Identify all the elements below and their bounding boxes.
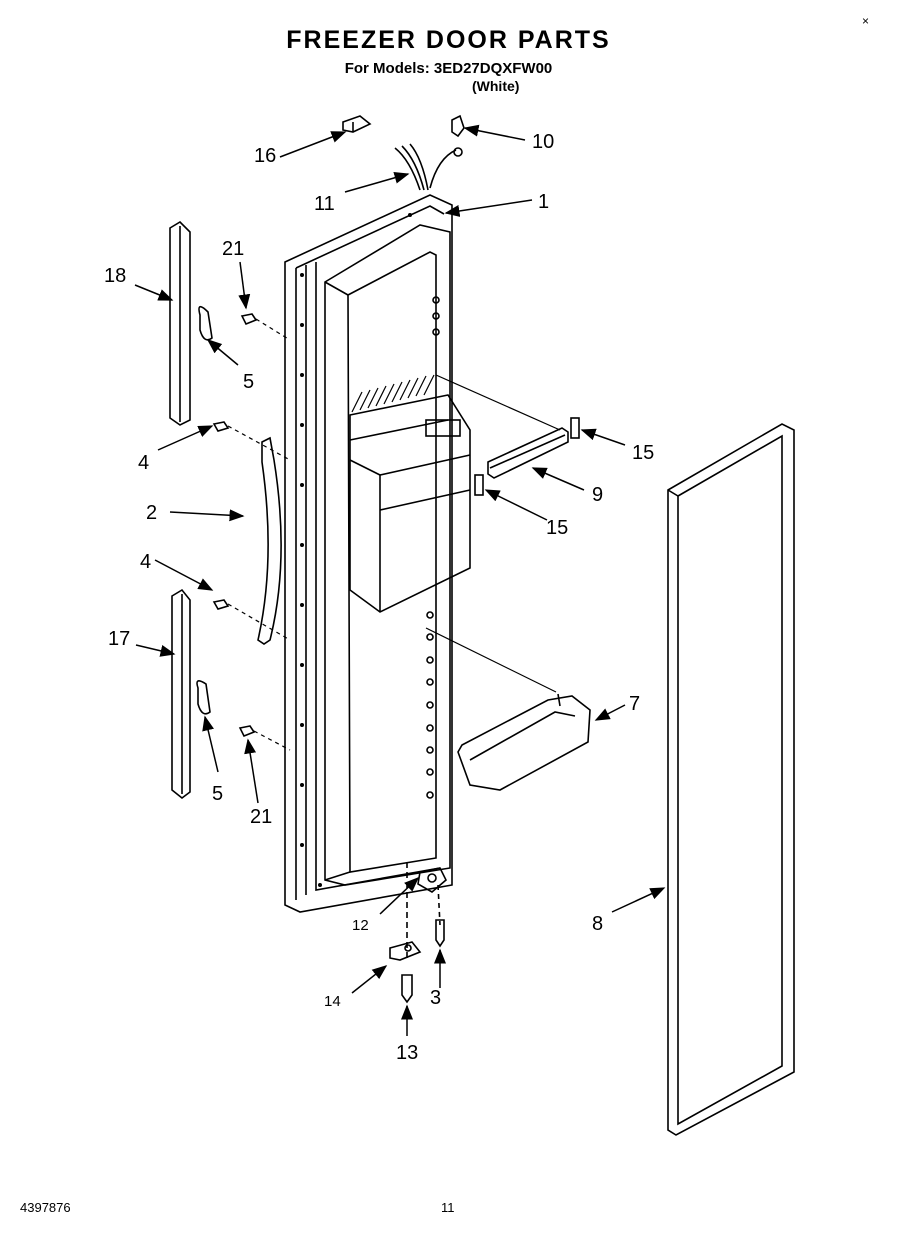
dispenser-housing [349,374,471,613]
screw-21-lower [238,725,256,738]
document-code: 4397876 [20,1200,71,1215]
callout-12: 12 [352,917,369,934]
callout-16: 16 [254,145,276,167]
callout-14: 14 [324,993,341,1010]
trim-strip-17 [171,588,191,800]
callout-4-lower: 4 [140,551,151,573]
hinge-block-14 [389,941,422,961]
callout-8: 8 [592,913,603,935]
callout-13: 13 [396,1042,418,1064]
clip-15-upper [570,417,580,439]
connector-16 [342,115,372,133]
callout-17: 17 [108,628,130,650]
screw-4-lower [212,599,230,610]
door-handle [257,436,282,645]
callout-18: 18 [104,265,126,287]
callout-15-upper: 15 [632,442,654,464]
callout-5-lower: 5 [212,783,223,805]
callout-4-upper: 4 [138,452,149,474]
clip-5-lower [196,680,211,715]
clip-15-lower [474,474,484,496]
model-subtitle: For Models: 3ED27DQXFW00 [344,60,553,77]
screw-4-upper [212,421,230,432]
callout-2: 2 [146,502,157,524]
color-variant: (White) [472,78,520,94]
callout-7: 7 [629,693,640,715]
door-panel [284,194,453,913]
clip-5-upper [198,305,213,341]
callout-9: 9 [592,484,603,506]
door-gasket-8 [667,423,795,1136]
part-10 [451,114,465,138]
callout-3: 3 [430,987,441,1009]
callout-15-lower: 15 [546,517,568,539]
callout-11: 11 [314,193,335,215]
door-bin-7 [457,693,591,791]
trim-strip-18 [169,220,191,426]
page-title: FREEZER DOOR PARTS [286,26,611,54]
callout-5-upper: 5 [243,371,254,393]
corner-mark: × [861,14,869,28]
screw-13 [401,974,413,1004]
callout-1: 1 [538,191,549,213]
screw-21-upper [240,313,258,326]
wire-harness [394,143,463,191]
callout-21-lower: 21 [250,806,272,828]
page-number: 11 [441,1200,455,1215]
bracket-9 [487,427,569,479]
callout-10: 10 [532,131,554,153]
callout-arrows [134,124,666,1036]
screw-3 [435,919,445,948]
callout-21-upper: 21 [222,238,244,260]
